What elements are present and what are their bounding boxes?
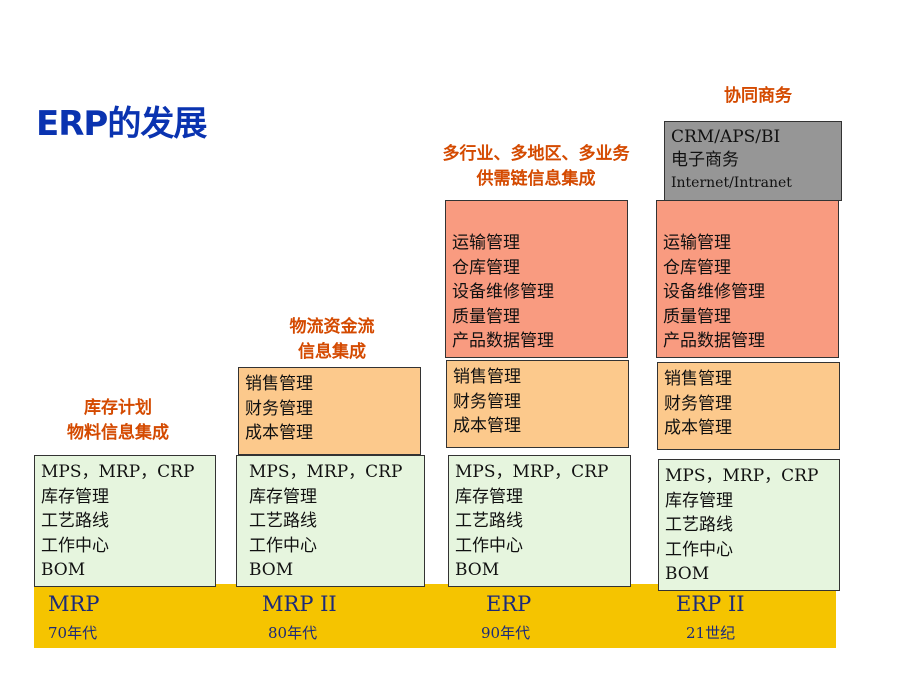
era-name-erp2: ERP II	[676, 592, 745, 616]
box-line: 设备维修管理	[663, 282, 765, 302]
era-name-mrp: MRP	[48, 592, 100, 616]
box-line: BOM	[249, 560, 294, 580]
box-line: 运输管理	[663, 233, 731, 253]
box-line: 销售管理	[664, 369, 732, 389]
box-line: BOM	[455, 560, 500, 580]
stage-label-mrp: 库存计划 物料信息集成	[48, 396, 188, 446]
box-line: 销售管理	[453, 367, 521, 387]
box-line: BOM	[41, 560, 86, 580]
box-line: 工作中心	[249, 535, 317, 556]
stage-label-line: 协同商务	[724, 86, 792, 106]
box-line: 产品数据管理	[663, 331, 765, 351]
base-box-mrp: MPS，MRP，CRP 库存管理 工艺路线 工作中心 BOM	[34, 455, 216, 587]
box-line: 库存管理	[455, 486, 523, 507]
stage-label-line: 库存计划	[84, 398, 152, 418]
era-time-erp2: 21世纪	[686, 624, 736, 642]
era-name-erp: ERP	[486, 592, 532, 616]
box-line: 运输管理	[452, 233, 520, 253]
box-line: 设备维修管理	[452, 282, 554, 302]
era-time-mrp: 70年代	[48, 624, 98, 642]
stage-label-mrp2: 物流资金流 信息集成	[262, 315, 402, 365]
stage-label-erp2: 协同商务	[688, 84, 828, 109]
box-line: 产品数据管理	[452, 331, 554, 351]
collab-commerce-box: CRM/APS/BI 电子商务 Internet/Intranet	[664, 121, 842, 201]
finance-box-erp: 销售管理 财务管理 成本管理	[446, 360, 629, 448]
box-line: 工艺路线	[249, 511, 317, 531]
box-line: 财务管理	[664, 393, 732, 414]
box-line: 财务管理	[245, 398, 313, 419]
box-line: 工作中心	[41, 535, 109, 556]
box-line: 库存管理	[665, 490, 733, 511]
supply-chain-box-erp: 运输管理 仓库管理 设备维修管理 质量管理 产品数据管理	[445, 200, 628, 358]
page-title: ERP的发展	[36, 104, 207, 144]
box-line: CRM/APS/BI	[671, 127, 781, 147]
box-line: 财务管理	[453, 391, 521, 412]
box-line: 工作中心	[665, 539, 733, 560]
box-line: MPS，MRP，CRP	[41, 462, 195, 482]
box-line: 工艺路线	[41, 511, 109, 531]
finance-box-erp2: 销售管理 财务管理 成本管理	[657, 362, 840, 450]
era-time-mrp2: 80年代	[268, 624, 318, 642]
box-line: 成本管理	[245, 423, 313, 443]
base-box-erp2: MPS，MRP，CRP 库存管理 工艺路线 工作中心 BOM	[658, 459, 840, 591]
box-line: MPS，MRP，CRP	[455, 462, 609, 482]
box-line: 质量管理	[663, 306, 731, 327]
box-line: MPS，MRP，CRP	[249, 462, 403, 482]
base-box-mrp2: MPS，MRP，CRP 库存管理 工艺路线 工作中心 BOM	[236, 455, 425, 587]
era-name-mrp2: MRP II	[262, 592, 337, 616]
finance-box-mrp2: 销售管理 财务管理 成本管理	[238, 367, 421, 455]
base-box-erp: MPS，MRP，CRP 库存管理 工艺路线 工作中心 BOM	[448, 455, 631, 587]
box-line: Internet/Intranet	[671, 175, 792, 191]
box-line: 工作中心	[455, 535, 523, 556]
era-base-band	[34, 584, 836, 648]
box-line: BOM	[665, 564, 710, 584]
box-line: 销售管理	[245, 374, 313, 394]
stage-label-erp: 多行业、多地区、多业务 供需链信息集成	[416, 142, 656, 192]
stage-label-line: 供需链信息集成	[476, 169, 596, 189]
era-time-erp: 90年代	[481, 624, 531, 642]
stage-label-line: 多行业、多地区、多业务	[442, 144, 630, 164]
box-line: 工艺路线	[665, 515, 733, 535]
stage-label-line: 物流资金流	[289, 317, 375, 337]
box-line: 成本管理	[664, 418, 732, 438]
box-line: 成本管理	[453, 416, 521, 436]
supply-chain-box-erp2: 运输管理 仓库管理 设备维修管理 质量管理 产品数据管理	[656, 200, 839, 358]
box-line: 库存管理	[41, 486, 109, 507]
box-line: MPS，MRP，CRP	[665, 466, 819, 486]
box-line: 电子商务	[671, 150, 739, 170]
box-line: 质量管理	[452, 306, 520, 327]
box-line: 工艺路线	[455, 511, 523, 531]
box-line: 仓库管理	[663, 257, 731, 278]
box-line: 仓库管理	[452, 257, 520, 278]
stage-label-line: 信息集成	[298, 342, 366, 362]
stage-label-line: 物料信息集成	[67, 423, 169, 443]
box-line: 库存管理	[249, 486, 317, 507]
